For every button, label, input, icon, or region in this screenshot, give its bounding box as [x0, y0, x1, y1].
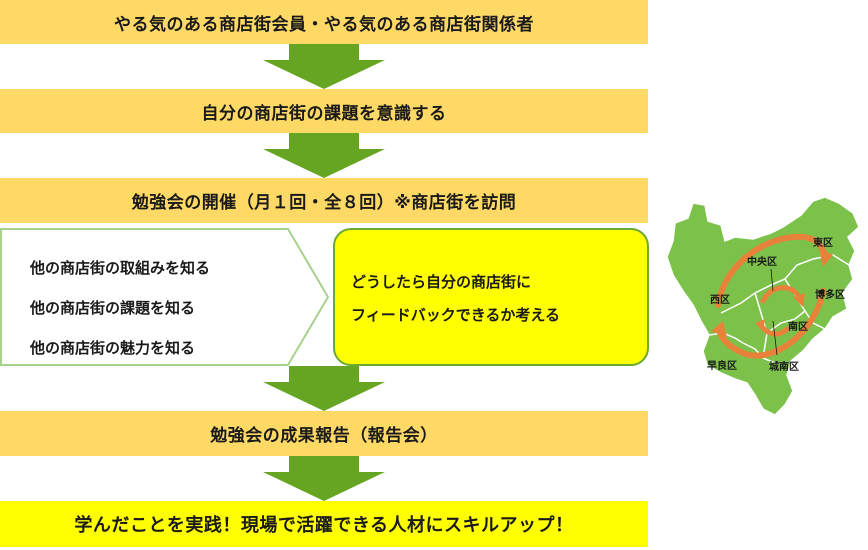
ward-label-nishi: 西区	[710, 294, 730, 306]
ward-label-chuo: 中央区	[747, 255, 777, 268]
feedback-line-1: どうしたら自分の商店街に	[351, 273, 532, 291]
step-practice: 学んだことを実践！現場で活躍できる人材にスキルアップ！	[0, 501, 648, 547]
ward-label-minami: 南区	[788, 320, 808, 333]
down-arrow-1	[263, 44, 385, 89]
down-arrow-4	[263, 456, 385, 501]
step-report: 勉強会の成果報告（報告会）	[0, 411, 648, 456]
ward-label-sawara: 早良区	[707, 359, 737, 372]
learn-item-initiatives: 他の商店街の取組みを知る	[30, 259, 211, 277]
down-arrow-3	[263, 366, 385, 411]
learn-item-issues: 他の商店街の課題を知る	[30, 299, 196, 317]
map-landmass	[666, 196, 860, 416]
ward-label-jonan: 城南区	[769, 360, 799, 373]
cycle-arrow-inner	[760, 285, 802, 304]
feedback-line-2: フィードバックできるか考える	[351, 306, 560, 324]
step-study-sessions: 勉強会の開催（月１回・全８回）※商店街を訪問	[0, 178, 648, 223]
step-awareness: 自分の商店街の課題を意識する	[0, 89, 648, 133]
fukuoka-ward-map: 東区 中央区 博多区 西区 南区 早良区 城南区	[666, 196, 860, 416]
down-arrow-2	[263, 133, 385, 178]
ward-label-hakata: 博多区	[815, 288, 845, 301]
learning-box: 他の商店街の取組みを知る 他の商店街の課題を知る 他の商店街の魅力を知る	[0, 228, 330, 366]
step-members: やる気のある商店街会員・やる気のある商店街関係者	[0, 0, 648, 44]
cycle-arrow-top	[715, 233, 828, 308]
ward-label-higashi: 東区	[813, 236, 833, 249]
cycle-arrow-bottom	[716, 288, 826, 359]
feedback-box: どうしたら自分の商店街に フィードバックできるか考える	[333, 228, 649, 366]
learn-item-appeal: 他の商店街の魅力を知る	[30, 339, 196, 357]
